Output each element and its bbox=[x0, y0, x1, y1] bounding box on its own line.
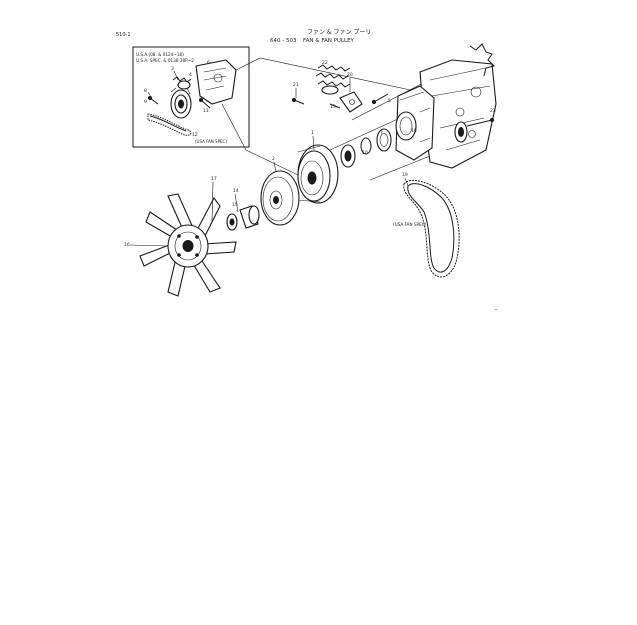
callout-6: 6 bbox=[207, 60, 210, 66]
engine-block bbox=[419, 43, 497, 169]
callout-1: 1 bbox=[311, 130, 314, 136]
fan-bracket-housing bbox=[395, 85, 435, 161]
callout-10: 10 bbox=[362, 150, 368, 156]
title-japanese: ファン & ファン プーリ bbox=[307, 29, 371, 36]
inset-frame bbox=[132, 46, 250, 148]
bearing-inner bbox=[340, 144, 356, 168]
rear-seal bbox=[454, 118, 494, 143]
inset-bolts bbox=[148, 96, 211, 109]
callout-9: 9 bbox=[144, 99, 147, 105]
fan-spacer bbox=[226, 205, 260, 231]
callout-21: 21 bbox=[293, 82, 299, 88]
callout-17: 17 bbox=[211, 176, 217, 182]
adjust-plate bbox=[339, 91, 363, 113]
cooling-fan bbox=[139, 193, 237, 297]
inset-bracket bbox=[195, 59, 237, 105]
snap-ring bbox=[360, 137, 372, 155]
callout-19: 19 bbox=[402, 172, 408, 178]
callout-22: 22 bbox=[322, 60, 328, 66]
inset-note-line2: U.S.A. SPEC. & 0138 28P~2 bbox=[136, 58, 194, 63]
fan-pulley bbox=[260, 170, 300, 226]
callout-15: 15 bbox=[232, 202, 238, 208]
callout-3: 3 bbox=[171, 66, 174, 72]
inset-tensioner-pulley bbox=[170, 87, 192, 119]
title-english: FAN & FAN PULLEY bbox=[303, 38, 355, 44]
inset-box: U.S.A.(08. & 0124~18) U.S.A. SPEC. & 013… bbox=[132, 46, 250, 148]
inset-note-line1: U.S.A.(08. & 0124~18) bbox=[136, 52, 184, 57]
callout-4: 4 bbox=[189, 72, 192, 78]
callout-11: 11 bbox=[203, 108, 209, 114]
page-reference: — bbox=[494, 307, 498, 312]
callout-7: 7 bbox=[380, 130, 383, 136]
callout-13: 13 bbox=[330, 104, 336, 110]
callout-20: 20 bbox=[347, 72, 353, 78]
callout-14: 14 bbox=[233, 188, 239, 194]
tension-spring bbox=[315, 64, 351, 95]
crank-pulley-large bbox=[297, 144, 339, 204]
inset-belt bbox=[147, 113, 192, 136]
title-group-code: 640 - 503 bbox=[270, 38, 297, 44]
drive-v-belt bbox=[403, 180, 460, 278]
inset-spring bbox=[172, 76, 192, 90]
inset-belt-label: (USA FAN SPEC) bbox=[195, 139, 227, 144]
callout-18: 18 bbox=[411, 128, 417, 134]
callout-12: 12 bbox=[192, 132, 198, 138]
page-code: 510-1 bbox=[116, 32, 131, 38]
callout-8: 8 bbox=[144, 88, 147, 94]
callout-2: 2 bbox=[272, 156, 275, 162]
callout-23: 23 bbox=[490, 108, 496, 114]
bearing-outer bbox=[376, 128, 392, 152]
adjust-bolts bbox=[291, 93, 389, 109]
callout-16: 16 bbox=[124, 242, 130, 248]
callout-labels: 21 22 20 13 1 2 17 14 15 16 18 5 7 10 23… bbox=[124, 60, 496, 248]
callout-5: 5 bbox=[388, 98, 391, 104]
belt-spec-label: (USA FAN SPEC) bbox=[393, 222, 427, 227]
